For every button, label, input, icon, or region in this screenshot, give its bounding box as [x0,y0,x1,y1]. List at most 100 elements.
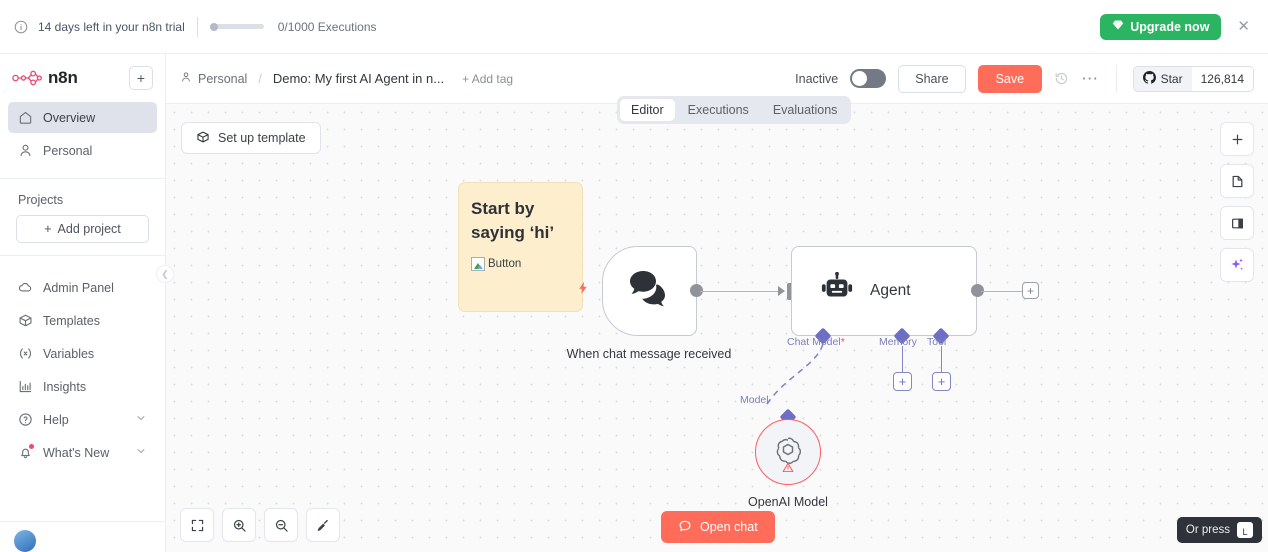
sticky-note[interactable]: Start by saying ‘hi’ Button [458,182,587,312]
sparkle-icon[interactable] [1220,248,1254,282]
bell-icon [18,444,34,460]
set-up-template-label: Set up template [218,131,306,145]
close-icon[interactable]: ✕ [1237,18,1250,35]
note-icon[interactable] [1220,164,1254,198]
header-divider [1115,64,1117,93]
chevron-down-icon [135,412,147,427]
sidebar-item-personal[interactable]: Personal [8,135,157,166]
star-count: 126,814 [1191,66,1253,91]
open-chat-label: Open chat [700,520,758,534]
progress-track [209,22,264,31]
upgrade-now-label: Upgrade now [1130,19,1210,34]
history-icon[interactable] [1054,71,1069,86]
node-label-trigger: When chat message received [566,347,732,361]
add-tag-button[interactable]: + Add tag [462,71,514,86]
tidy-up-icon[interactable] [306,508,340,542]
plus-icon[interactable] [1220,122,1254,156]
box-icon [18,313,33,328]
tab-evaluations[interactable]: Evaluations [772,103,838,117]
progress-dot [209,22,218,31]
sidebar-secondary-nav: Admin Panel Templates Variables [0,262,165,474]
keyboard-shortcut-hint: Or press L [1176,517,1262,543]
edge-arrow-icon [778,286,785,296]
question-circle-icon [18,412,33,427]
tab-executions[interactable]: Executions [687,103,749,117]
add-project-label: Add project [57,222,121,236]
chevron-down-icon [135,445,147,460]
sidebar-header: n8n + [0,54,165,98]
add-tool-button[interactable]: + [932,372,951,391]
info-circle-icon [14,20,28,34]
sidebar-item-help[interactable]: Help [8,404,157,435]
sidebar-item-variables[interactable]: Variables [8,338,157,369]
sub-edge-tool [940,346,943,378]
sidebar-item-label: What's New [43,445,110,460]
sidebar-item-label: Overview [43,110,96,125]
zoom-in-icon[interactable] [222,508,256,542]
user-icon [180,71,192,86]
set-up-template-button[interactable]: Set up template [181,122,321,154]
sidebar-item-whats-new[interactable]: What's New [8,437,157,468]
banner-divider [196,16,198,37]
chevron-left-icon: ❮ [161,268,169,279]
tab-editor[interactable]: Editor [620,99,675,121]
toggle-knob [852,71,868,86]
user-avatar-row[interactable] [0,521,165,552]
more-horizontal-icon[interactable]: ⋯ [1081,69,1100,88]
sidebar-item-admin-panel[interactable]: Admin Panel [8,272,157,303]
sidebar-item-insights[interactable]: Insights [8,371,157,402]
github-star-badge[interactable]: Star 126,814 [1132,65,1254,92]
edge-agent-output [981,290,1022,293]
n8n-logo-icon [12,70,42,86]
fit-screen-icon[interactable] [180,508,214,542]
plus-icon: + [44,222,52,236]
sidebar-collapse-button[interactable]: ❮ [156,265,174,283]
variable-icon [18,346,33,361]
chat-bubbles-icon [628,269,672,314]
add-project-button[interactable]: + Add project [16,215,149,243]
sidebar-item-label: Variables [43,346,95,361]
breadcrumb-separator: / [258,71,262,86]
github-icon [1142,70,1156,87]
broken-image-icon [471,257,485,272]
save-button[interactable]: Save [977,64,1043,93]
activation-toggle[interactable] [850,69,887,88]
workflow-header: Personal / Demo: My first AI Agent in n.… [166,54,1268,104]
sub-port-label-memory: Memory [879,336,917,348]
trigger-output-port[interactable] [690,284,703,297]
sub-port-label-chat-model: Chat Model* [787,336,845,348]
sub-port-label-tool: Tool [927,336,947,348]
projects-section-title: Projects [18,193,64,207]
avatar[interactable] [14,530,36,552]
agent-input-port[interactable] [787,283,794,300]
sidebar-item-overview[interactable]: Overview [8,102,157,133]
breadcrumb-project[interactable]: Personal [198,71,248,86]
panel-icon[interactable] [1220,206,1254,240]
sidebar-item-templates[interactable]: Templates [8,305,157,336]
upgrade-now-button[interactable]: Upgrade now [1100,13,1222,40]
node-label-openai-model: OpenAI Model [748,495,828,509]
agent-output-port[interactable] [971,284,984,297]
sidebar-item-label: Admin Panel [43,280,114,295]
zoom-out-icon[interactable] [264,508,298,542]
open-chat-button[interactable]: Open chat [661,511,775,543]
edge-chat-model-to-openai [766,343,824,405]
chat-icon [678,519,692,536]
workflow-name[interactable]: Demo: My first AI Agent in n... [272,71,445,86]
robot-icon [818,271,856,311]
node-agent[interactable]: Agent [791,246,977,336]
add-node-after-agent-button[interactable]: + [1022,282,1039,299]
share-button[interactable]: Share [898,64,966,93]
node-openai-model[interactable] [755,419,821,485]
notification-dot [29,444,34,449]
github-star-button[interactable]: Star [1133,66,1192,91]
sidebar-add-button[interactable]: + [129,66,153,90]
gem-icon [1112,19,1124,34]
sub-port-label-model: Model [740,394,769,406]
workflow-canvas[interactable]: Set up template Start by saying ‘hi’ But… [166,104,1268,552]
add-memory-button[interactable]: + [893,372,912,391]
node-when-chat-message-received[interactable] [602,246,697,336]
breadcrumb: Personal / Demo: My first AI Agent in n.… [180,71,444,86]
home-icon [18,110,33,125]
header-actions: Inactive Share Save ⋯ Star 126,814 [795,64,1254,93]
